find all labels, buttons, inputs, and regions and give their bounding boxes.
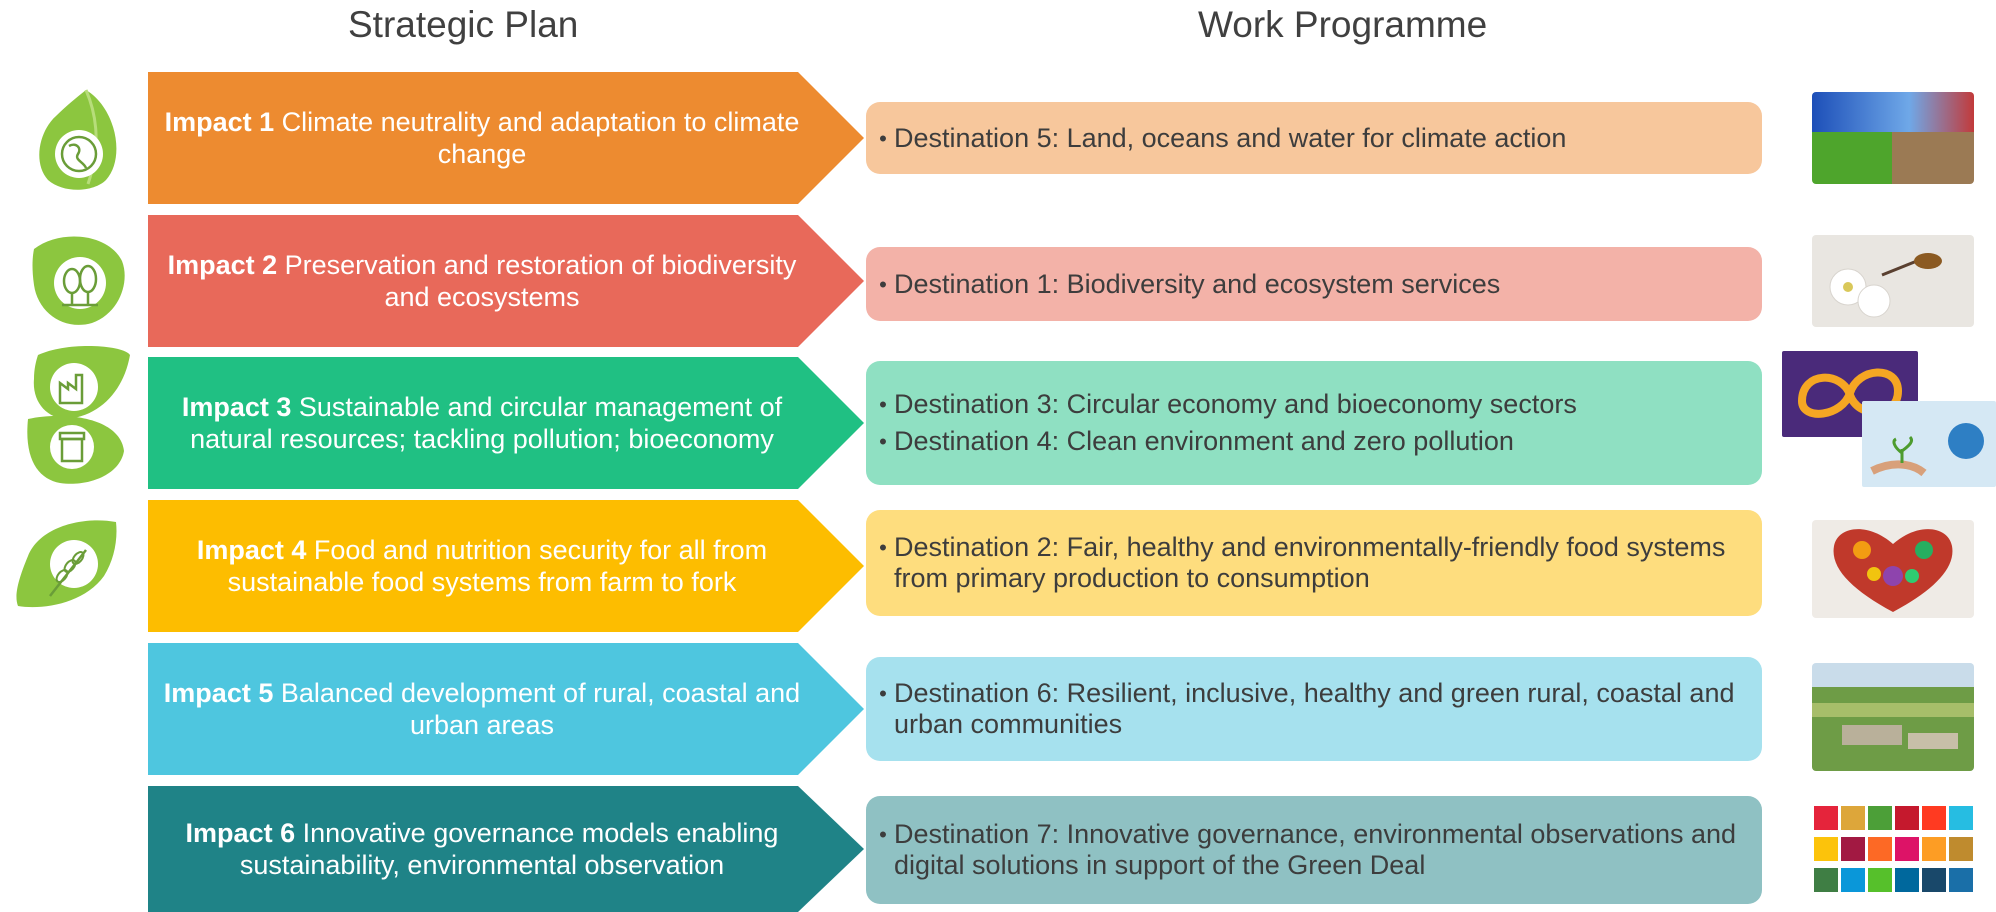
destination-item: Destination 2: Fair, healthy and environ… xyxy=(894,532,1726,593)
destination-box-2: •Destination 1: Biodiversity and ecosyst… xyxy=(866,247,1762,321)
impact-row-6: Impact 6 Innovative governance models en… xyxy=(0,786,1996,912)
impact-arrow-3: Impact 3 Sustainable and circular manage… xyxy=(148,357,864,489)
trees-icon xyxy=(30,229,126,329)
strategic-plan-heading: Strategic Plan xyxy=(348,4,579,45)
impact-title-1: Impact 1 xyxy=(164,107,275,137)
impact-label-6: Impact 6 Innovative governance models en… xyxy=(148,786,816,912)
impact-title-2: Impact 2 xyxy=(167,250,278,280)
impact-arrow-4: Impact 4 Food and nutrition security for… xyxy=(148,500,864,632)
impact-arrow-3-shape xyxy=(148,357,864,489)
destination-item: Destination 7: Innovative governance, en… xyxy=(894,819,1737,880)
wheat-icon xyxy=(14,518,120,610)
impact-row-3: Impact 3 Sustainable and circular manage… xyxy=(0,345,1996,489)
impact-arrow-4-shape xyxy=(148,500,864,632)
impact-description-3: Sustainable and circular management of n… xyxy=(190,392,783,454)
impact-arrow-6: Impact 6 Innovative governance models en… xyxy=(148,786,864,912)
destination-box-4: •Destination 2: Fair, healthy and enviro… xyxy=(866,510,1762,616)
impact-label-5: Impact 5 Balanced development of rural, … xyxy=(148,643,816,775)
impact-arrow-2-shape xyxy=(148,215,864,347)
destination-item: Destination 3: Circular economy and bioe… xyxy=(894,389,1577,419)
impact-arrow-5: Impact 5 Balanced development of rural, … xyxy=(148,643,864,775)
impact-arrow-2: Impact 2 Preservation and restoration of… xyxy=(148,215,864,347)
work-programme-heading: Work Programme xyxy=(1198,4,1488,45)
impact-title-6: Impact 6 xyxy=(185,818,296,848)
bee-blossom-photo xyxy=(1812,235,1974,327)
impact-arrow-6-shape xyxy=(148,786,864,912)
destination-box-5: •Destination 6: Resilient, inclusive, he… xyxy=(866,657,1762,761)
impact-row-2: Impact 2 Preservation and restoration of… xyxy=(0,215,1996,347)
impact-description-6: Innovative governance models enabling su… xyxy=(239,818,779,880)
destination-item: Destination 6: Resilient, inclusive, hea… xyxy=(894,678,1735,739)
impact-title-5: Impact 5 xyxy=(163,678,274,708)
earth-in-hands-photo xyxy=(1862,401,1996,487)
rural-landscape-photo xyxy=(1812,663,1974,771)
factory-icon xyxy=(28,345,132,423)
jar-icon xyxy=(24,413,128,487)
destination-box-1: •Destination 5: Land, oceans and water f… xyxy=(866,102,1762,174)
impact-title-4: Impact 4 xyxy=(196,535,307,565)
impact-label-2: Impact 2 Preservation and restoration of… xyxy=(148,215,816,347)
impact-row-4: Impact 4 Food and nutrition security for… xyxy=(0,500,1996,632)
sdg-tiles-image xyxy=(1812,804,1974,898)
impact-arrow-5-shape xyxy=(148,643,864,775)
destination-item: Destination 1: Biodiversity and ecosyste… xyxy=(894,268,1501,299)
impact-row-5: Impact 5 Balanced development of rural, … xyxy=(0,643,1996,775)
vegetable-heart-photo xyxy=(1812,520,1974,618)
globe-icon xyxy=(36,88,122,194)
field-sky-photo xyxy=(1812,92,1974,184)
impact-description-5: Balanced development of rural, coastal a… xyxy=(280,678,801,740)
impact-row-1: Impact 1 Climate neutrality and adaptati… xyxy=(0,72,1996,204)
impact-label-1: Impact 1 Climate neutrality and adaptati… xyxy=(148,72,816,204)
impact-title-3: Impact 3 xyxy=(181,392,292,422)
impact-arrow-1: Impact 1 Climate neutrality and adaptati… xyxy=(148,72,864,204)
destination-box-6: •Destination 7: Innovative governance, e… xyxy=(866,796,1762,904)
impact-label-3: Impact 3 Sustainable and circular manage… xyxy=(148,357,816,489)
impact-description-2: Preservation and restoration of biodiver… xyxy=(284,250,797,312)
destination-box-3: •Destination 3: Circular economy and bio… xyxy=(866,361,1762,485)
destination-item: Destination 4: Clean environment and zer… xyxy=(894,426,1514,456)
destination-item: Destination 5: Land, oceans and water fo… xyxy=(894,122,1567,153)
impact-description-4: Food and nutrition security for all from… xyxy=(227,535,768,597)
impact-label-4: Impact 4 Food and nutrition security for… xyxy=(148,500,816,632)
impact-description-1: Climate neutrality and adaptation to cli… xyxy=(281,107,800,169)
impact-arrow-1-shape xyxy=(148,72,864,204)
